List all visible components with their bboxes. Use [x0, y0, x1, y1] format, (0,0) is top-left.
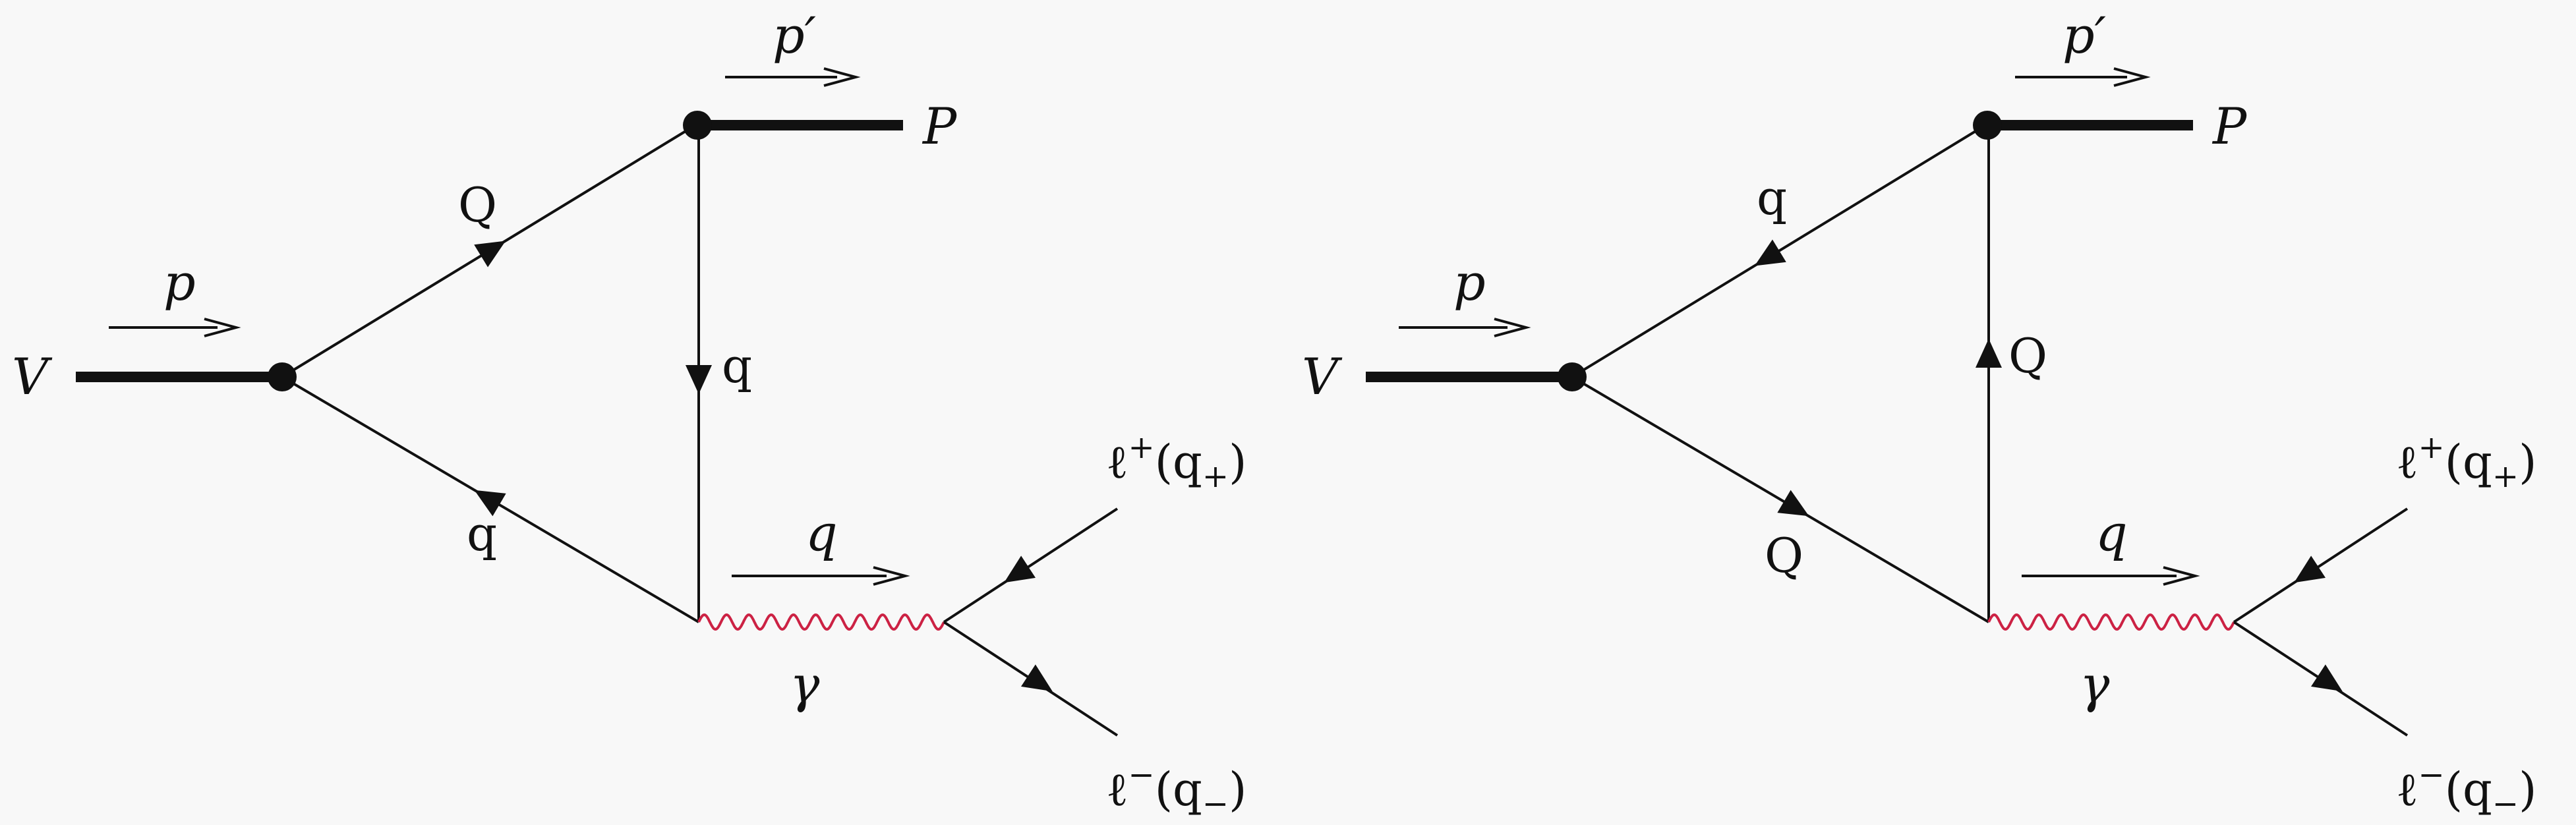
label-vector: V — [1302, 347, 1343, 406]
upper-quark-arrow — [1747, 239, 1786, 277]
lepton-plus-arrow — [997, 555, 1036, 594]
vertical-quark-arrow — [1976, 339, 2002, 368]
label-q-momentum: q — [2095, 503, 2128, 562]
lepton-minus-arrow — [1020, 664, 1060, 702]
label-vertical-quark: q — [722, 338, 752, 393]
label-lepton-minus: ℓ−(q−) — [2396, 756, 2536, 822]
lepton-plus-line — [943, 507, 1119, 623]
vertex-pseudoscalar — [683, 111, 712, 140]
label-p: p — [163, 253, 196, 312]
diagram-left: V P p p′ q γ Q q q ℓ+(q+) ℓ−(q−) — [12, 6, 1246, 822]
vertex-pseudoscalar — [1973, 111, 2002, 140]
momentum-arrow-q — [732, 566, 910, 586]
vertex-vector — [1558, 362, 1587, 391]
label-upper-quark: q — [1757, 170, 1787, 225]
label-lower-quark: q — [467, 506, 497, 561]
lower-quark-line — [1571, 376, 1990, 623]
momentum-arrow-p — [109, 318, 241, 337]
lower-quark-arrow — [1777, 490, 1816, 528]
lepton-plus-line — [2233, 507, 2409, 623]
label-q-momentum: q — [805, 503, 838, 562]
diagram-right: V P p p′ q γ q Q Q ℓ+(q+) ℓ−(q−) — [1302, 6, 2536, 822]
photon-line — [1987, 613, 2235, 631]
label-vertical-quark: Q — [2008, 328, 2047, 384]
upper-quark-arrow — [474, 229, 513, 268]
label-lepton-plus: ℓ+(q+) — [2396, 429, 2536, 495]
label-gamma: γ — [2080, 655, 2110, 714]
vertex-vector — [268, 362, 297, 391]
label-pseudoscalar: P — [2211, 97, 2248, 156]
label-gamma: γ — [790, 655, 820, 714]
label-upper-quark: Q — [458, 177, 497, 233]
label-pseudoscalar: P — [922, 97, 958, 156]
label-lower-quark: Q — [1765, 528, 1803, 583]
momentum-arrow-p-prime — [725, 67, 861, 87]
label-lepton-minus: ℓ−(q−) — [1106, 756, 1246, 822]
label-lepton-plus: ℓ+(q+) — [1106, 429, 1246, 495]
vertical-quark-arrow — [686, 365, 712, 394]
label-p: p — [1453, 253, 1486, 312]
photon-line — [697, 613, 945, 631]
momentum-arrow-q — [2022, 566, 2200, 586]
lepton-minus-arrow — [2310, 664, 2350, 702]
label-p-prime: p′ — [2063, 6, 2106, 65]
label-p-prime: p′ — [773, 6, 816, 65]
lepton-plus-arrow — [2287, 555, 2326, 594]
momentum-arrow-p-prime — [2015, 67, 2151, 87]
label-vector: V — [12, 347, 53, 406]
momentum-arrow-p — [1399, 318, 1531, 337]
